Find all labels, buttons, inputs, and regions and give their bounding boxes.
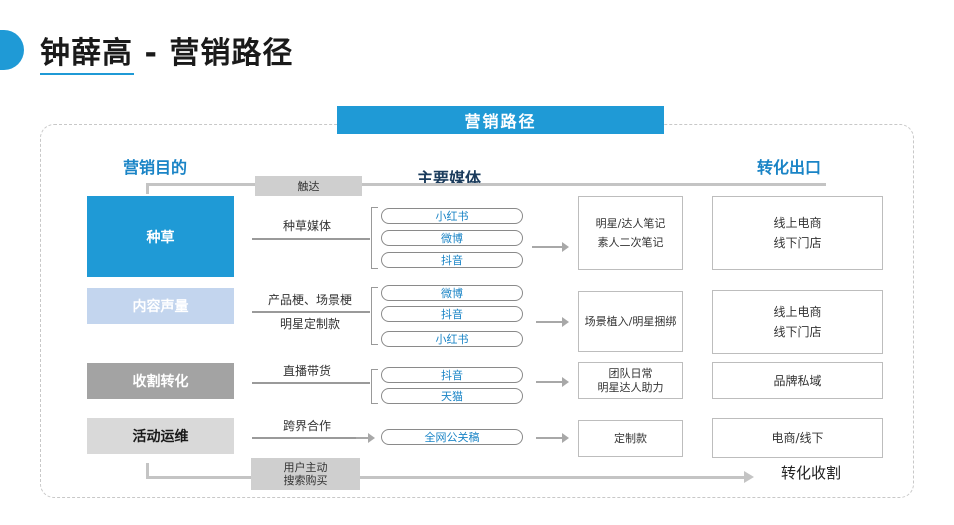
platform-pill: 天猫 [381,388,523,404]
search-purchase-label: 用户主动 搜索购买 [251,458,360,490]
flow-arrow [356,433,375,443]
content-line: 明星达人助力 [597,380,664,394]
platform-pill: 抖音 [381,367,523,383]
goal-box-conversion: 收割转化 [87,363,234,399]
content-line: 素人二次笔记 [597,236,664,249]
title-underline [40,73,134,75]
outlet-line: 线上电商 [773,216,822,230]
flow-arrow [536,317,569,327]
content-line: 明星/达人笔记 [595,217,666,230]
page-title: 钟薛高 - 营销路径 [40,36,294,71]
platform-pill: 抖音 [381,306,523,322]
goal-box-campaign-ops: 活动运维 [87,418,234,454]
content-box: 场景植入/明星捆绑 [578,291,683,352]
diagram-banner: 营销路径 [337,106,664,134]
platform-bracket [371,369,378,404]
content-box: 明星/达人笔记 素人二次笔记 [578,196,683,270]
reach-label: 触达 [255,176,362,196]
platform-pill: 微博 [381,230,523,246]
column-heading-outlet: 转化出口 [757,158,822,177]
method-label: 明星定制款 [279,317,340,331]
platform-bracket [371,207,378,269]
method-label: 产品梗、场景梗 [267,293,352,307]
platform-bracket [371,287,378,345]
goal-box-content-volume: 内容声量 [87,288,234,324]
method-underline [252,311,370,313]
reach-flow-connector [146,183,149,194]
flow-arrow [536,377,569,387]
outlet-line: 线下门店 [773,325,822,339]
header-accent-tab [0,30,24,70]
platform-pill: 微博 [381,285,523,301]
outlet-box: 品牌私域 [712,362,883,399]
goal-box-seeding: 种草 [87,196,234,277]
method-label: 直播带货 [282,364,331,378]
content-line: 场景植入/明星捆绑 [584,315,677,328]
search-flow-arrowhead [744,471,754,483]
flow-arrow [532,242,569,252]
content-line: 定制款 [614,432,647,445]
platform-pill: 小红书 [381,331,523,347]
search-flow-connector [146,463,149,479]
method-label: 种草媒体 [282,219,331,233]
content-line: 团队日常 [608,366,653,380]
outlet-box: 线上电商 线下门店 [712,290,883,354]
method-underline [252,382,370,384]
outlet-line: 线上电商 [773,305,822,319]
platform-pill: 全网公关稿 [381,429,523,445]
search-flow-line [146,476,746,479]
method-underline [252,238,370,240]
final-conversion-label: 转化收割 [781,464,842,482]
reach-flow-line [146,183,826,186]
outlet-box: 电商/线下 [712,418,883,458]
outlet-line: 电商/线下 [771,431,824,445]
outlet-line: 品牌私域 [773,373,822,388]
outlet-line: 线下门店 [773,236,822,250]
platform-pill: 小红书 [381,208,523,224]
content-box: 定制款 [578,420,683,457]
content-box: 团队日常 明星达人助力 [578,362,683,399]
method-label: 跨界合作 [282,419,331,433]
flow-arrow [536,433,569,443]
outlet-box: 线上电商 线下门店 [712,196,883,270]
platform-pill: 抖音 [381,252,523,268]
method-underline [252,437,370,439]
column-heading-goal: 营销目的 [123,158,188,177]
